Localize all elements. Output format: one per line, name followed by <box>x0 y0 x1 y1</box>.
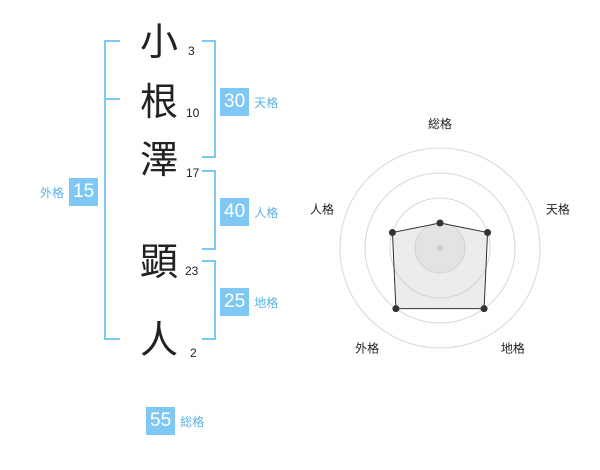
radar-point-5 <box>388 229 396 237</box>
chikaku-value: 25 <box>220 288 250 316</box>
name-char-1: 小 <box>140 20 179 64</box>
tenkaku-badge-group: 30 天格 <box>220 88 278 116</box>
radar-ring-3 <box>364 172 516 324</box>
radar-ring-2 <box>389 197 491 299</box>
radar-axis-label-5: 人格 <box>310 202 334 217</box>
name-char-2: 根 <box>140 80 179 124</box>
chikaku-bracket <box>202 260 216 340</box>
stroke-count-5: 2 <box>190 346 197 360</box>
gaikaku-label: 外格 <box>40 186 65 200</box>
soukaku-value: 55 <box>146 407 176 435</box>
tenkaku-bracket <box>202 40 216 158</box>
radar-axis-label-2: 天格 <box>546 202 570 217</box>
stroke-count-1: 3 <box>188 44 195 58</box>
radar-ring-4 <box>339 147 541 349</box>
radar-point-4 <box>392 305 400 313</box>
name-char-4: 顕 <box>140 240 179 284</box>
chikaku-badge-group: 25 地格 <box>220 288 278 316</box>
name-char-3: 澤 <box>140 138 179 182</box>
stroke-count-4: 23 <box>185 264 199 278</box>
chikaku-label: 地格 <box>254 296 279 310</box>
gaikaku-bracket-tick <box>104 98 120 100</box>
gaikaku-badge-group: 外格 15 <box>40 178 99 206</box>
jinkaku-value: 40 <box>220 198 250 226</box>
radar-point-2 <box>484 229 492 237</box>
jinkaku-badge-group: 40 人格 <box>220 198 278 226</box>
stroke-count-2: 10 <box>186 106 200 120</box>
name-char-5: 人 <box>140 318 179 362</box>
radar-axis-label-3: 地格 <box>501 340 525 355</box>
tenkaku-value: 30 <box>220 88 250 116</box>
radar-polygon <box>391 222 489 310</box>
radar-point-3 <box>480 305 488 313</box>
radar-axis-label-1: 総格 <box>428 116 452 131</box>
gaikaku-value: 15 <box>69 178 99 206</box>
radar-center <box>437 245 443 251</box>
soukaku-badge-group: 55 総格 <box>146 407 204 435</box>
tenkaku-label: 天格 <box>254 96 279 110</box>
jinkaku-label: 人格 <box>254 206 279 220</box>
radar-point-1 <box>436 219 444 227</box>
radar-rings <box>339 147 541 349</box>
gaikaku-bracket <box>104 40 120 340</box>
radar-shape <box>388 219 492 313</box>
stroke-count-3: 17 <box>186 166 200 180</box>
soukaku-label: 総格 <box>180 415 205 429</box>
radar-axis-label-4: 外格 <box>355 340 379 355</box>
jinkaku-bracket <box>202 170 216 250</box>
